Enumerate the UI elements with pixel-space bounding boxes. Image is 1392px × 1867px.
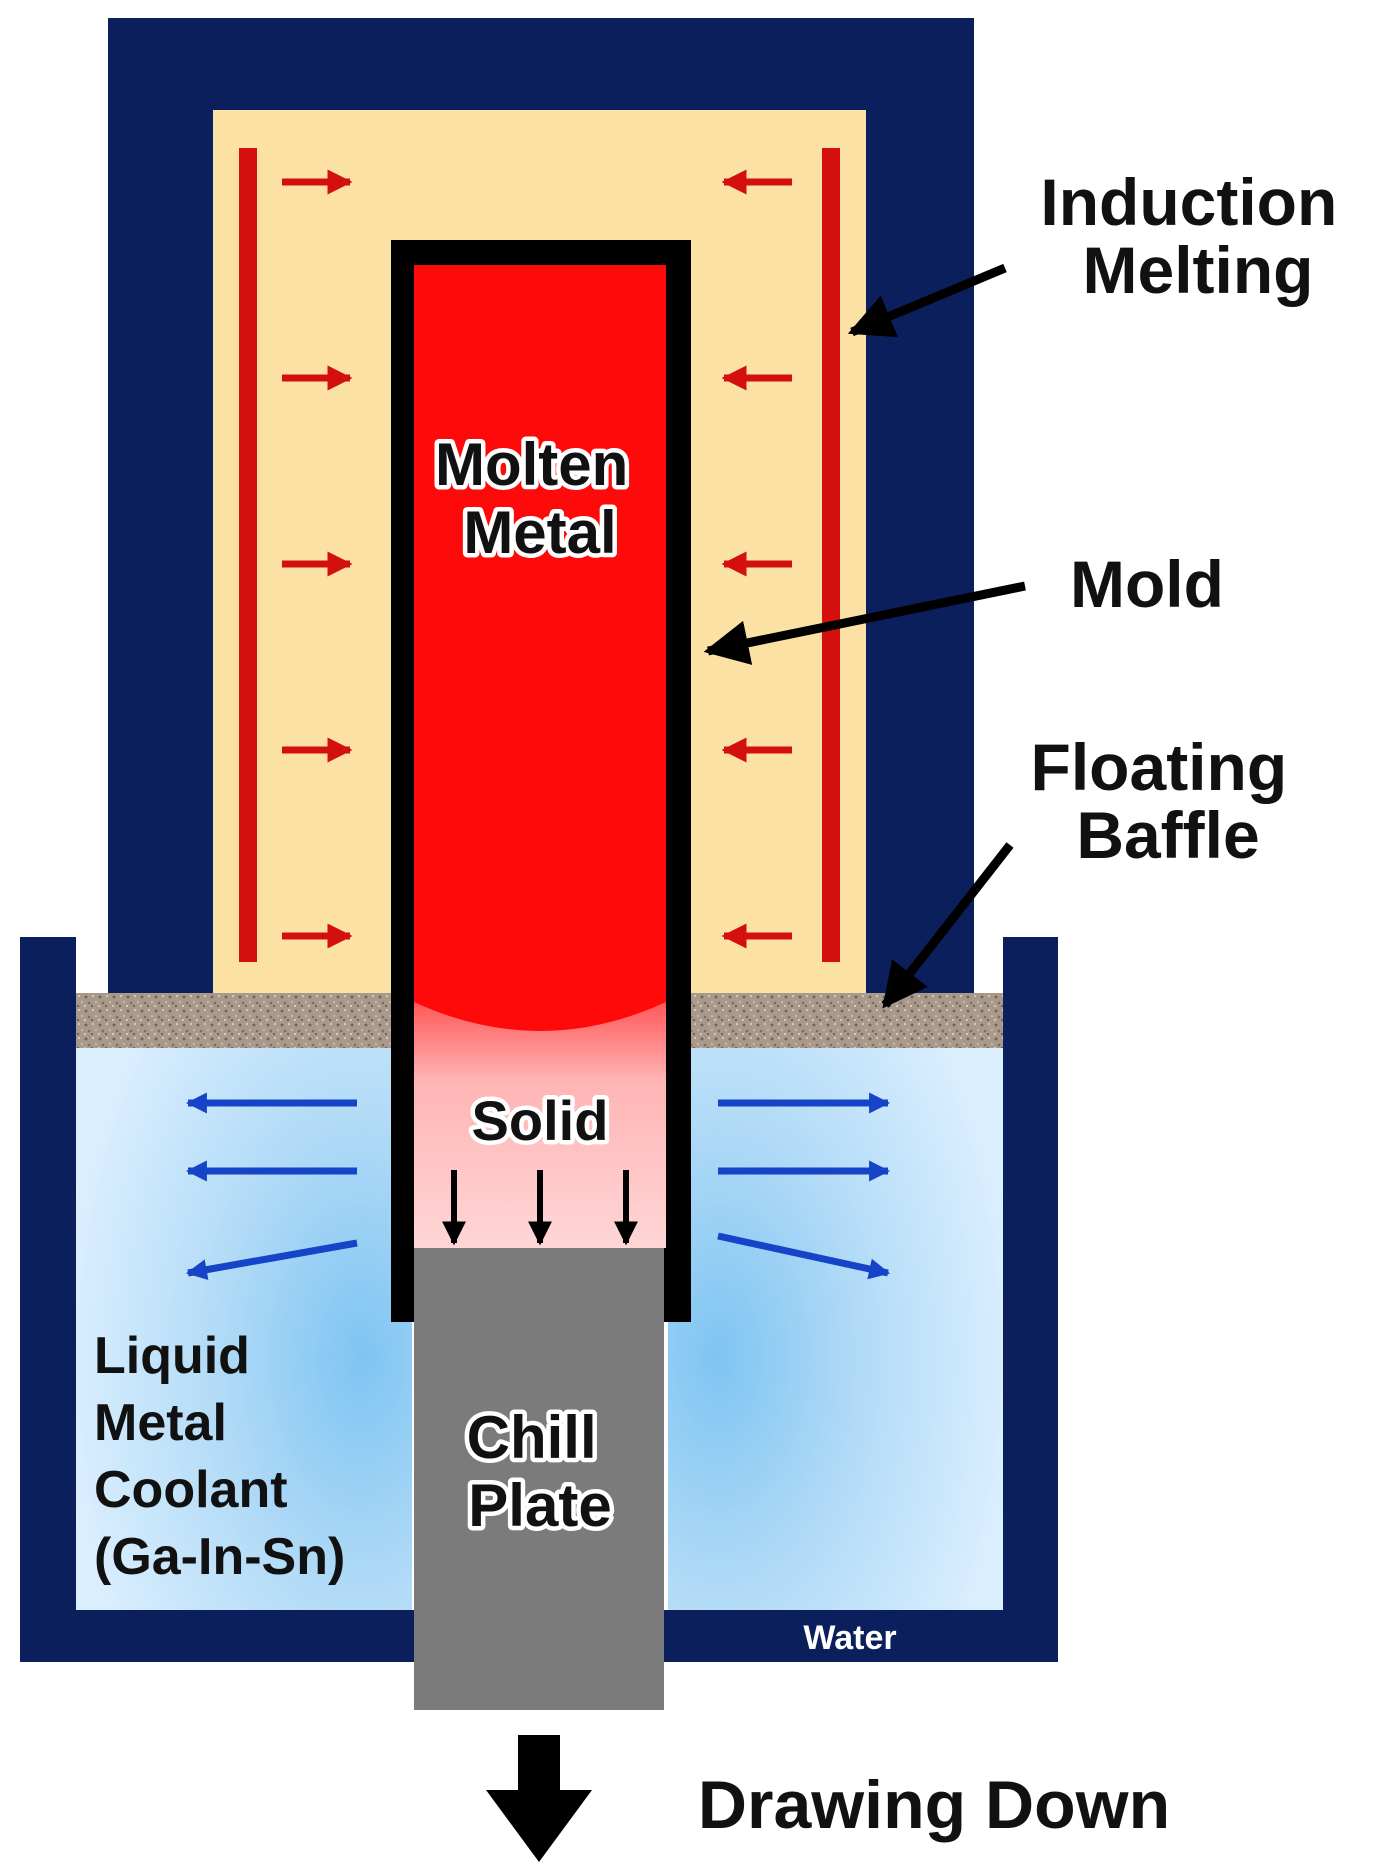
coolant-left [76,1048,412,1610]
floating-baffle-label: Floating Baffle [1031,730,1306,872]
induction-melting-line-1: Induction [1040,165,1337,239]
floating-baffle-pointer [881,842,1014,1009]
drawing-down-arrow [486,1735,592,1862]
coolant-line-1: Liquid [94,1327,250,1385]
mold-label: Mold [1070,547,1224,621]
callout-arrows [703,263,1026,1009]
chill-plate-line-1: Chill [467,1404,597,1471]
coolant-right [668,1048,1003,1610]
induction-melting-label: Induction Melting [1040,165,1355,307]
induction-melting-line-2: Melting [1083,233,1314,307]
floating-baffle-line-1: Floating [1031,730,1288,804]
coolant-line-3: Coolant [94,1461,288,1519]
chill-plate [414,1248,664,1710]
molten-metal-label: Molten Metal [435,431,645,566]
heat-arrows [282,169,792,949]
cooling-arrow-right-3 [717,1232,891,1280]
mold-pointer [703,581,1026,665]
coolant-label: Liquid Metal Coolant (Ga-In-Sn) [94,1327,345,1586]
solidification-arrows [442,1170,638,1246]
solid-label: Solid [472,1089,609,1152]
induction-melting-pointer [847,263,1007,338]
drawing-down-label: Drawing Down [698,1767,1170,1843]
induction-coil-left [239,148,257,962]
coolant-tank [20,937,1058,1662]
coolant-line-4: (Ga-In-Sn) [94,1528,345,1586]
cooling-arrows [185,1092,891,1281]
water-label: Water [803,1619,896,1657]
floating-baffle-line-2: Baffle [1076,798,1259,872]
chill-plate-label: Chill Plate [467,1404,614,1539]
induction-coil-right [822,148,840,962]
mold-assembly [391,240,691,1710]
coolant-line-2: Metal [94,1394,227,1452]
molten-metal-line-1: Molten [435,431,628,498]
cooling-arrow-left-3 [185,1239,358,1281]
molten-metal-line-2: Metal [463,499,616,566]
molten-metal [414,265,666,1031]
chill-plate-line-2: Plate [468,1472,611,1539]
